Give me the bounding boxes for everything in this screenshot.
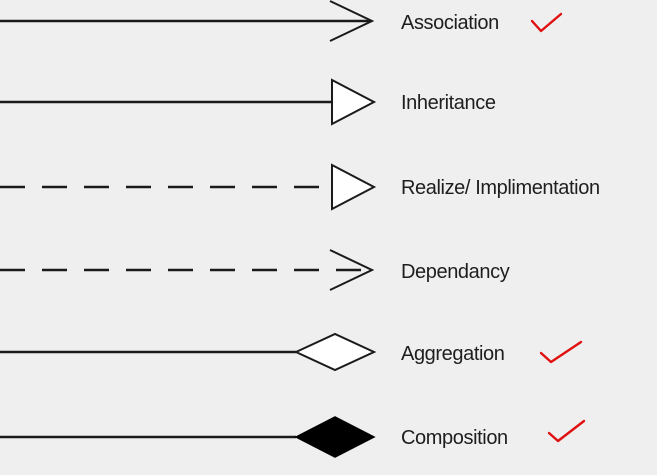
hollow-diamond-icon	[293, 332, 377, 372]
relationship-aggregation: Aggregation	[0, 332, 583, 372]
relationship-composition: Composition	[0, 416, 586, 458]
aggregation-label: Aggregation	[401, 343, 504, 365]
relationship-dependency: Dependancy	[0, 249, 510, 291]
relationship-association: Association	[0, 0, 563, 42]
relationship-realization: Realize/ Implimentation	[0, 163, 600, 211]
filled-diamond-icon	[294, 416, 376, 458]
checkmark-icon	[530, 12, 563, 33]
composition-label: Composition	[401, 427, 508, 449]
dependency-label: Dependancy	[401, 261, 510, 283]
hollow-triangle-icon	[331, 78, 377, 126]
checkmark-icon	[547, 419, 586, 443]
association-label: Association	[401, 12, 499, 34]
relationship-inheritance: Inheritance	[0, 78, 496, 126]
open-arrow-icon	[329, 249, 375, 291]
open-arrow-icon	[329, 0, 375, 42]
realization-label: Realize/ Implimentation	[401, 177, 600, 199]
hollow-triangle-icon	[331, 163, 377, 211]
checkmark-icon	[539, 340, 583, 364]
inheritance-label: Inheritance	[401, 92, 496, 114]
